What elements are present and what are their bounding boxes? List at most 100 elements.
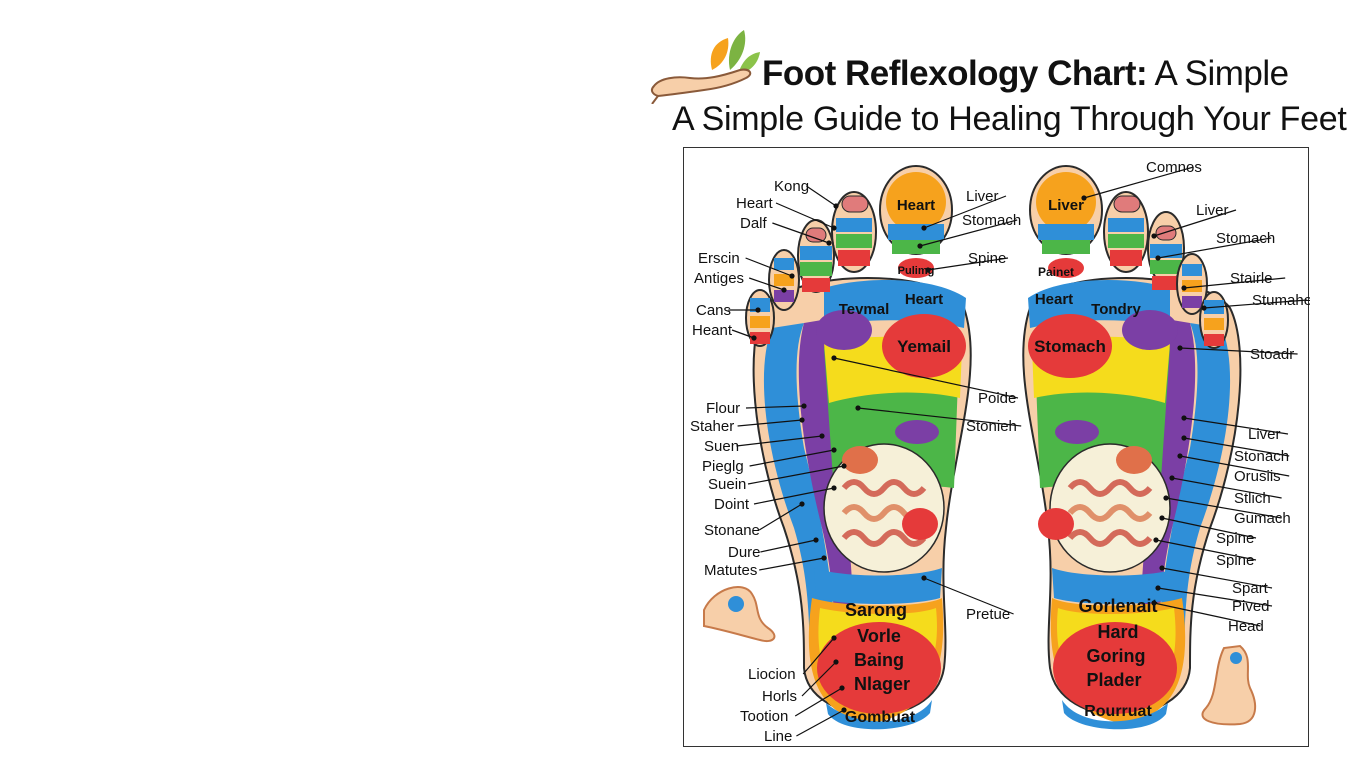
left-callout-label: Kong [774, 178, 809, 195]
left-callout-label: Pieglg [702, 458, 744, 475]
right-callout-line [1157, 587, 1273, 607]
right-callout-dot [1155, 255, 1161, 261]
feet-diagram: Heart Pulimg Heart Tevmal Yemail Sarong … [690, 159, 1310, 745]
left-callout-line [758, 503, 803, 531]
left-callout-label: Heart [736, 195, 774, 212]
left-callout-dot [839, 685, 845, 691]
left-callout-label: Suein [708, 476, 746, 493]
zone-label: Stomach [1034, 337, 1106, 356]
right-callout-line [1161, 517, 1257, 539]
middle-callout-line [833, 357, 1019, 399]
middle-callout-label: Poide [978, 390, 1016, 407]
left-callout-line [753, 487, 835, 505]
zone-label: Plader [1086, 670, 1141, 690]
left-callout-dot [801, 403, 807, 409]
callout-labels: KongHeartDalfErscinAntigesCansHeantFlour… [690, 159, 1310, 745]
middle-callout-dot [855, 405, 861, 411]
zone-label: Pulimg [898, 265, 935, 277]
right-callout-dot [1181, 435, 1187, 441]
zone-label: Heart [905, 291, 943, 308]
ankle-sketch-right-icon [1201, 644, 1257, 726]
left-callout-line [747, 465, 845, 485]
page-subtitle: A Simple Guide to Healing Through Your F… [672, 100, 1347, 138]
left-callout-line [801, 661, 837, 697]
right-callout-label: Stumahe [1252, 292, 1310, 309]
right-callout-line [1161, 567, 1273, 589]
middle-callout-label: Pretue [966, 606, 1010, 623]
left-callout-dot [819, 433, 825, 439]
left-callout-dot [826, 240, 832, 246]
left-callout-label: Dalf [740, 215, 768, 232]
left-callout-label: Flour [706, 400, 740, 417]
left-callout-dot [831, 447, 837, 453]
title-rest: A Simple [1147, 54, 1289, 93]
middle-callout-line [857, 407, 1022, 427]
ankle-sketch-left-icon [703, 586, 776, 642]
right-callout-dot [1177, 453, 1183, 459]
left-callout-line [737, 419, 803, 427]
left-callout-dot [799, 501, 805, 507]
right-callout-line [1153, 602, 1261, 627]
left-callout-dot [821, 555, 827, 561]
right-callout-dot [1151, 600, 1157, 606]
left-callout-label: Doint [714, 496, 750, 513]
right-callout-line [1203, 299, 1308, 309]
left-callout-label: Matutes [704, 562, 757, 579]
left-callout-label: Cans [696, 302, 731, 319]
left-callout-label: Suen [704, 438, 739, 455]
right-callout-label: Liver [1196, 202, 1229, 219]
right-callout-line [1171, 477, 1282, 499]
left-callout-dot [751, 335, 757, 341]
left-callout-dot [833, 203, 839, 209]
right-callout-label: Spart [1232, 580, 1269, 597]
right-callout-dot [1159, 565, 1165, 571]
middle-callout-label: Stomach [962, 212, 1021, 229]
left-callout-label: Staher [690, 418, 734, 435]
right-callout-label: Stoadr [1250, 346, 1294, 363]
zone-label: Yemail [897, 337, 951, 356]
left-callout-line [802, 637, 835, 675]
right-callout-label: Comnos [1146, 159, 1202, 176]
right-callout-label: Spine [1216, 552, 1254, 569]
reflexology-chart: Heart Pulimg Heart Tevmal Yemail Sarong … [683, 147, 1310, 747]
zone-label: Rourruat [1084, 703, 1152, 720]
left-callout-line [731, 329, 755, 339]
zone-label: Heart [897, 197, 935, 214]
left-callout-label: Heant [692, 322, 733, 339]
right-foot [1022, 165, 1242, 730]
left-callout-line [760, 539, 817, 553]
right-callout-dot [1153, 537, 1159, 543]
right-callout-line [1179, 455, 1290, 477]
left-callout-label: Horls [762, 688, 797, 705]
right-callout-label: Spine [1216, 530, 1254, 547]
zone-label: Nlager [854, 674, 910, 694]
zone-label: Sarong [845, 600, 907, 620]
right-callout-dot [1159, 515, 1165, 521]
left-callout-line [736, 435, 823, 447]
right-callout-dot [1169, 475, 1175, 481]
left-callout-dot [831, 635, 837, 641]
zone-label: Baing [854, 650, 904, 670]
zone-label: Goring [1087, 646, 1146, 666]
title-bold: Foot Reflexology Chart: [762, 54, 1148, 93]
left-callout-dot [789, 273, 795, 279]
callout-lines [728, 166, 1308, 737]
left-callout-line [749, 449, 835, 467]
middle-callout-line [919, 219, 1018, 247]
right-callout-line [1083, 166, 1194, 199]
left-callout-dot [781, 287, 787, 293]
left-callout-label: Antiges [694, 270, 744, 287]
zone-label: Gombuat [845, 709, 916, 726]
middle-callout-dot [921, 225, 927, 231]
right-callout-label: Stairle [1230, 270, 1273, 287]
left-callout-line [806, 185, 837, 207]
right-callout-dot [1181, 285, 1187, 291]
left-callout-dot [831, 225, 837, 231]
right-callout-dot [1177, 345, 1183, 351]
right-callout-line [1157, 237, 1272, 259]
middle-callout-label: Spine [968, 250, 1006, 267]
zone-label: Tondry [1091, 301, 1141, 318]
left-callout-label: Tootion [740, 708, 788, 725]
zone-label: Vorle [857, 626, 901, 646]
right-callout-line [1155, 539, 1257, 561]
